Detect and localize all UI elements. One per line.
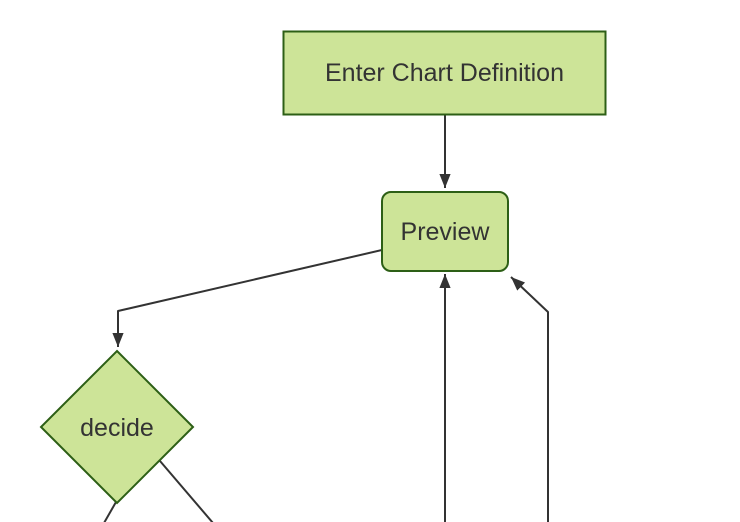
node-decide: decide [39,349,195,505]
preview-box [381,191,509,272]
edges [103,115,549,522]
preview-label: Preview [401,218,491,246]
decide-diamond [39,349,195,505]
edge-decide-to-offscreen-bottom-left [103,501,117,522]
decide-label: decide [80,414,154,442]
enter-chart-definition-label: Enter Chart Definition [325,59,564,87]
enter-chart-definition-box [282,30,607,116]
node-enter-chart-definition: Enter Chart Definition [282,30,607,116]
node-preview: Preview [381,191,509,272]
edge-decide-to-offscreen-bottom-right [159,460,214,522]
edge-preview-to-decide [112,249,383,347]
edge-offscreen-to-preview-corner [510,276,549,522]
